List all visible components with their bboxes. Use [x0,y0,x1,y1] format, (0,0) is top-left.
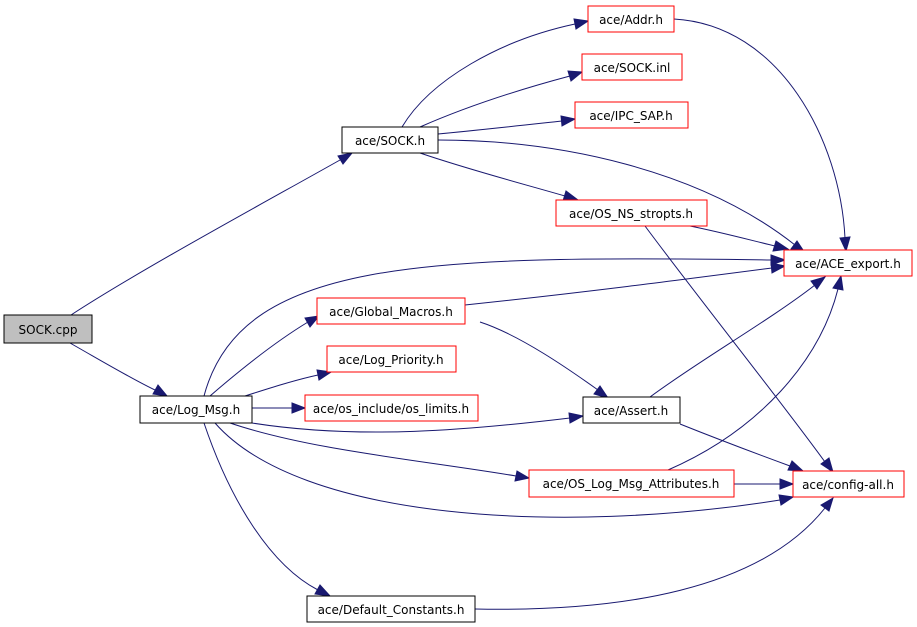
arrowhead [567,70,584,82]
edge-sock-h-to-sock-inl [419,75,571,128]
node-label: ace/os_include/os_limits.h [313,402,469,416]
node-label: ace/SOCK.h [355,134,425,148]
node-addr-h[interactable]: ace/Addr.h [587,5,675,33]
node-os-log-msg-attributes-h[interactable]: ace/OS_Log_Msg_Attributes.h [528,469,735,498]
edge-log-msg-h-to-log-priority-h [244,374,319,397]
edge-log-msg-h-to-assert-h [251,417,571,433]
edge-sock-h-to-addr-h [401,23,576,128]
arrowhead [152,384,169,397]
edge-assert-h-to-config-all-h [679,423,791,467]
node-label: ace/SOCK.inl [594,61,671,75]
arrowhead [314,584,332,597]
edge-global-macros-h-to-ace-export-h [464,267,773,306]
node-label: ace/Addr.h [599,13,663,27]
edge-os-ns-stropts-h-to-ace-export-h [689,225,776,247]
edge-global-macros-h-to-assert-h [479,321,599,391]
node-log-priority-h[interactable]: ace/Log_Priority.h [326,345,457,373]
arrowhead [291,402,307,414]
node-label: ace/config-all.h [802,478,894,492]
edge-log-msg-h-to-global-macros-h [209,321,309,397]
arrowhead [839,236,851,253]
arrowhead [770,262,787,274]
arrowhead [514,470,531,482]
node-os-limits-h[interactable]: ace/os_include/os_limits.h [304,394,479,422]
edge-assert-h-to-ace-export-h [649,284,816,398]
node-ace-export-h[interactable]: ace/ACE_export.h [783,249,913,277]
edge-log-msg-h-to-ace-export-h [203,258,773,397]
node-label: SOCK.cpp [19,323,78,337]
edge-sock-h-to-ace-export-h [437,139,796,246]
node-label: ace/ACE_export.h [795,257,901,271]
edge-log-msg-h-to-default-constants-h [203,422,319,591]
node-label: ace/Log_Msg.h [152,403,240,417]
edge-log-msg-h-to-os-log-msg-attributes-h [229,422,517,477]
arrowhead [820,457,834,474]
node-label: ace/IPC_SAP.h [589,109,672,123]
edge-default-constants-h-to-config-all-h [474,507,826,610]
edge-os-log-msg-attributes-h-to-ace-export-h [667,288,839,471]
arrowhead [810,276,827,290]
edge-addr-h-to-ace-export-h [673,18,846,239]
arrowhead [778,494,795,506]
arrowhead [593,385,610,399]
arrowhead [832,274,844,291]
arrowhead [770,254,787,266]
node-sock-inl[interactable]: ace/SOCK.inl [581,53,683,81]
edge-log-msg-h-to-config-all-h [214,422,781,518]
node-global-macros-h[interactable]: ace/Global_Macros.h [316,297,466,325]
node-label: ace/OS_Log_Msg_Attributes.h [543,477,720,491]
node-label: ace/OS_NS_stropts.h [569,207,693,221]
edge-sock-cpp-to-sock-h [70,159,341,316]
node-default-constants-h[interactable]: ace/Default_Constants.h [306,595,476,623]
arrowhead [820,496,834,512]
edge-os-ns-stropts-h-to-config-all-h [644,225,826,463]
arrowhead [337,152,354,165]
node-label: ace/Assert.h [594,404,669,418]
node-config-all-h[interactable]: ace/config-all.h [792,470,905,498]
arrowhead [560,115,577,127]
node-log-msg-h[interactable]: ace/Log_Msg.h [139,395,253,424]
nodes: SOCK.cpp ace/SOCK.h ace/Log_Msg.h ace/Ad… [3,5,913,623]
edge-sock-cpp-to-log-msg-h [69,342,156,391]
edge-sock-h-to-os-ns-stropts-h [419,152,566,197]
arrowhead [779,478,795,490]
arrowhead [568,412,585,424]
arrowhead [787,460,805,472]
node-sock-h[interactable]: ace/SOCK.h [341,126,439,154]
node-os-ns-stropts-h[interactable]: ace/OS_NS_stropts.h [555,199,708,227]
node-sock-cpp[interactable]: SOCK.cpp [3,314,93,344]
node-label: ace/Log_Priority.h [338,353,443,367]
arrowhead [573,18,590,30]
node-label: ace/Global_Macros.h [329,305,453,319]
arrowhead [772,240,790,252]
node-assert-h[interactable]: ace/Assert.h [582,396,681,424]
node-label: ace/Default_Constants.h [318,603,465,617]
arrowhead [304,315,321,328]
edge-sock-h-to-ipc-sap-h [437,120,563,135]
node-ipc-sap-h[interactable]: ace/IPC_SAP.h [574,101,689,129]
